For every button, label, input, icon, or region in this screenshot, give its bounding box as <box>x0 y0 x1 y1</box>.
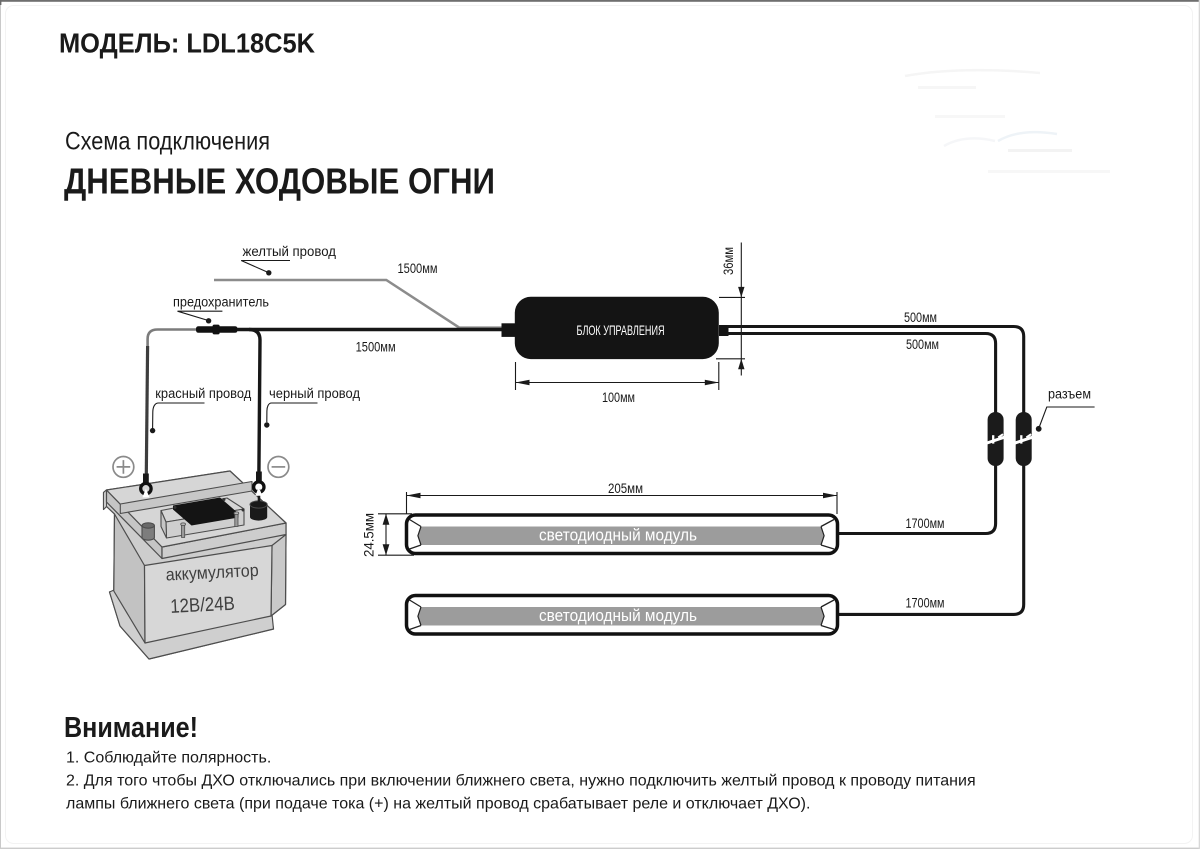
svg-text:черный провод: черный провод <box>269 386 360 401</box>
svg-text:1500мм: 1500мм <box>356 339 396 355</box>
svg-text:аккумулятор: аккумулятор <box>165 560 259 585</box>
svg-text:205мм: 205мм <box>608 480 643 496</box>
svg-text:1700мм: 1700мм <box>906 515 945 531</box>
svg-text:36мм: 36мм <box>720 247 736 275</box>
svg-text:500мм: 500мм <box>904 309 937 325</box>
svg-text:Схема подключения: Схема подключения <box>65 128 270 156</box>
svg-text:светодиодный модуль: светодиодный модуль <box>539 606 697 625</box>
svg-text:разъем: разъем <box>1048 387 1091 402</box>
svg-text:БЛОК УПРАВЛЕНИЯ: БЛОК УПРАВЛЕНИЯ <box>577 322 665 338</box>
svg-text:МОДЕЛЬ: LDL18C5K: МОДЕЛЬ: LDL18C5K <box>59 27 315 58</box>
svg-text:1. Соблюдайте полярность.: 1. Соблюдайте полярность. <box>66 750 271 767</box>
svg-text:12В/24В: 12В/24В <box>170 593 236 618</box>
svg-text:2. Для того чтобы ДХО отключал: 2. Для того чтобы ДХО отключались при вк… <box>66 773 976 790</box>
svg-text:ДНЕВНЫЕ ХОДОВЫЕ ОГНИ: ДНЕВНЫЕ ХОДОВЫЕ ОГНИ <box>64 161 495 202</box>
svg-text:лампы ближнего света (при пода: лампы ближнего света (при подаче тока (+… <box>66 796 810 813</box>
svg-text:1500мм: 1500мм <box>398 260 438 276</box>
svg-text:желтый провод: желтый провод <box>243 244 337 259</box>
svg-text:500мм: 500мм <box>906 336 939 352</box>
svg-text:предохранитель: предохранитель <box>173 295 269 310</box>
svg-text:Внимание!: Внимание! <box>64 712 198 744</box>
svg-text:1700мм: 1700мм <box>906 595 945 611</box>
svg-text:красный провод: красный провод <box>155 386 251 401</box>
svg-text:светодиодный модуль: светодиодный модуль <box>539 526 697 545</box>
svg-text:24.5мм: 24.5мм <box>361 513 377 557</box>
svg-text:100мм: 100мм <box>602 389 635 405</box>
